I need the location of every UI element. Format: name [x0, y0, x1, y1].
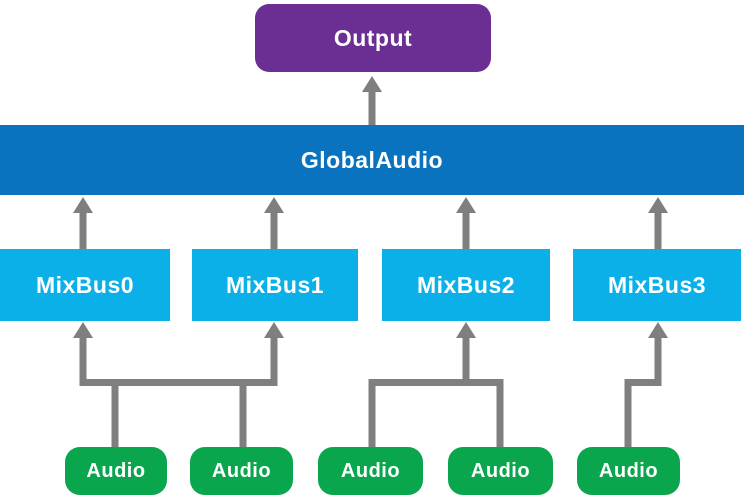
arrowhead-into-mixbus1	[264, 322, 284, 338]
mixbus0-node: MixBus0	[0, 249, 170, 321]
arrowhead-to-output	[362, 76, 382, 92]
mixbus3-node: MixBus3	[573, 249, 741, 321]
arrowhead-mixbus2	[456, 197, 476, 213]
audio-input-node: Audio	[65, 447, 167, 495]
mixbus2-node: MixBus2	[382, 249, 550, 321]
arrowhead-mixbus1	[264, 197, 284, 213]
arrowhead-mixbus3	[648, 197, 668, 213]
arrowhead-into-mixbus0	[73, 322, 93, 338]
arrowhead-into-mixbus3	[648, 322, 668, 338]
arrowhead-into-mixbus2	[456, 322, 476, 338]
wire-bus-audio34	[368, 379, 504, 447]
audio-input-node: Audio	[448, 447, 553, 495]
audio-input-node: Audio	[190, 447, 293, 495]
arrowhead-mixbus0	[73, 197, 93, 213]
mixbus1-node: MixBus1	[192, 249, 358, 321]
audio-input-node: Audio	[577, 447, 680, 495]
audio-input-node: Audio	[318, 447, 423, 495]
globalaudio-node: GlobalAudio	[0, 125, 744, 195]
wire-bus-audio12	[79, 338, 278, 386]
output-node: Output	[255, 4, 491, 72]
wire-audio5-to-mixbus3	[624, 338, 662, 447]
